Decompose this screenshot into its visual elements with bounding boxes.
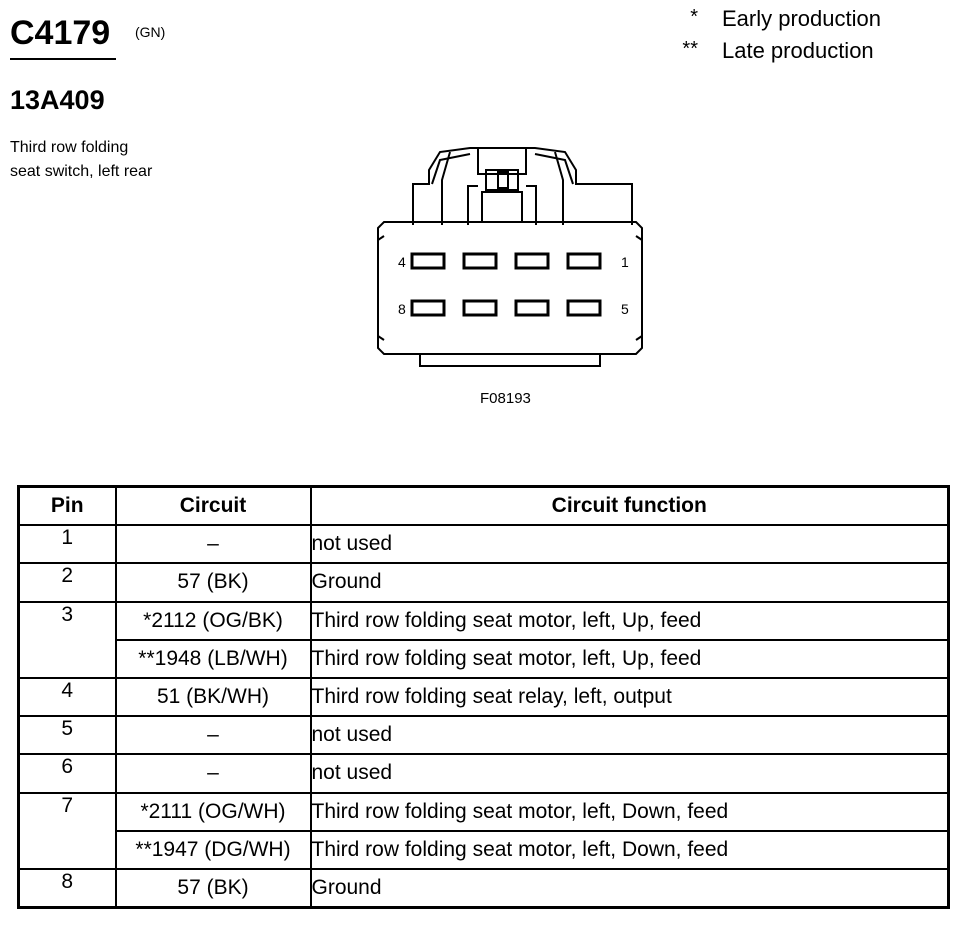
- table-row: **1948 (LB/WH)Third row folding seat mot…: [19, 638, 950, 679]
- pin-cavity-4: [410, 252, 446, 270]
- legend-text-late: Late production: [722, 38, 874, 63]
- legend-symbol-early: *: [690, 6, 698, 28]
- circuit-function-cell: Third row folding seat motor, left, Up, …: [309, 600, 950, 641]
- pin-label-bottom-right: 5: [621, 301, 629, 317]
- pin-cavity-7: [462, 299, 498, 317]
- legend-symbol-late: **: [682, 38, 698, 60]
- circuit-function-cell: Third row folding seat motor, left, Down…: [309, 791, 950, 832]
- circuit-cell: 57 (BK): [114, 562, 312, 603]
- circuit-cell: *2111 (OG/WH): [114, 791, 312, 832]
- pin-cavity-8: [410, 299, 446, 317]
- description-line-1: Third row folding: [10, 139, 129, 156]
- circuit-function-cell: Ground: [309, 867, 950, 909]
- table-row: 7*2111 (OG/WH)Third row folding seat mot…: [17, 791, 950, 870]
- pin-number-cell: 8: [17, 867, 117, 909]
- figure-code: F08193: [480, 390, 531, 407]
- pin-label-top-right: 1: [621, 254, 629, 270]
- table-header-row: Pin Circuit Circuit function: [17, 485, 950, 527]
- pin-cavity-6: [514, 299, 550, 317]
- circuit-cell: –: [114, 753, 312, 794]
- description-line-2: seat switch, left rear: [10, 163, 153, 180]
- circuit-function-cell: Third row folding seat relay, left, outp…: [309, 676, 950, 718]
- header-circuit: Circuit: [114, 485, 312, 527]
- circuit-cell: 57 (BK): [114, 867, 312, 909]
- pin-cavity-5: [566, 299, 602, 317]
- pin-number-cell: 1: [17, 524, 117, 565]
- table-row: 1–not used: [17, 524, 950, 565]
- circuit-function-cell: not used: [309, 753, 950, 794]
- circuit-cell: –: [114, 715, 312, 756]
- connector-face-diagram: 4 1 8 5: [377, 147, 643, 367]
- table-row: 5–not used: [17, 715, 950, 756]
- circuit-function-cell: Third row folding seat motor, left, Down…: [309, 829, 950, 870]
- pin-label-bottom-left: 8: [398, 301, 406, 317]
- pin-cavity-3: [462, 252, 498, 270]
- pin-number-cell: 7: [17, 791, 117, 870]
- pin-cavity-2: [514, 252, 550, 270]
- circuit-function-cell: Third row folding seat motor, left, Up, …: [309, 638, 950, 679]
- header-function: Circuit function: [309, 485, 950, 527]
- circuit-function-cell: Ground: [309, 562, 950, 603]
- circuit-cell: 51 (BK/WH): [114, 676, 312, 718]
- part-number: 13A409: [10, 85, 105, 115]
- circuit-cell: **1947 (DG/WH): [114, 829, 312, 870]
- pin-cavity-1: [566, 252, 602, 270]
- table-row: 3*2112 (OG/BK)Third row folding seat mot…: [17, 600, 950, 679]
- circuit-function-cell: not used: [309, 715, 950, 756]
- legend-text-early: Early production: [722, 6, 881, 31]
- pin-number-cell: 4: [17, 676, 117, 718]
- pin-number-cell: 2: [17, 562, 117, 603]
- pin-label-top-left: 4: [398, 254, 406, 270]
- connector-id-underline: [10, 58, 116, 60]
- pin-number-cell: 6: [17, 753, 117, 794]
- circuit-cell: **1948 (LB/WH): [114, 638, 312, 679]
- pin-number-cell: 5: [17, 715, 117, 756]
- table-row: **1947 (DG/WH)Third row folding seat mot…: [19, 829, 950, 870]
- connector-id: C4179: [10, 14, 111, 52]
- connector-color-code: (GN): [135, 24, 166, 40]
- pin-number-cell: 3: [17, 600, 117, 679]
- circuit-cell: *2112 (OG/BK): [114, 600, 312, 641]
- circuit-cell: –: [114, 524, 312, 565]
- header-pin: Pin: [17, 485, 117, 527]
- circuit-function-cell: not used: [309, 524, 950, 565]
- table-row: 6–not used: [17, 753, 950, 794]
